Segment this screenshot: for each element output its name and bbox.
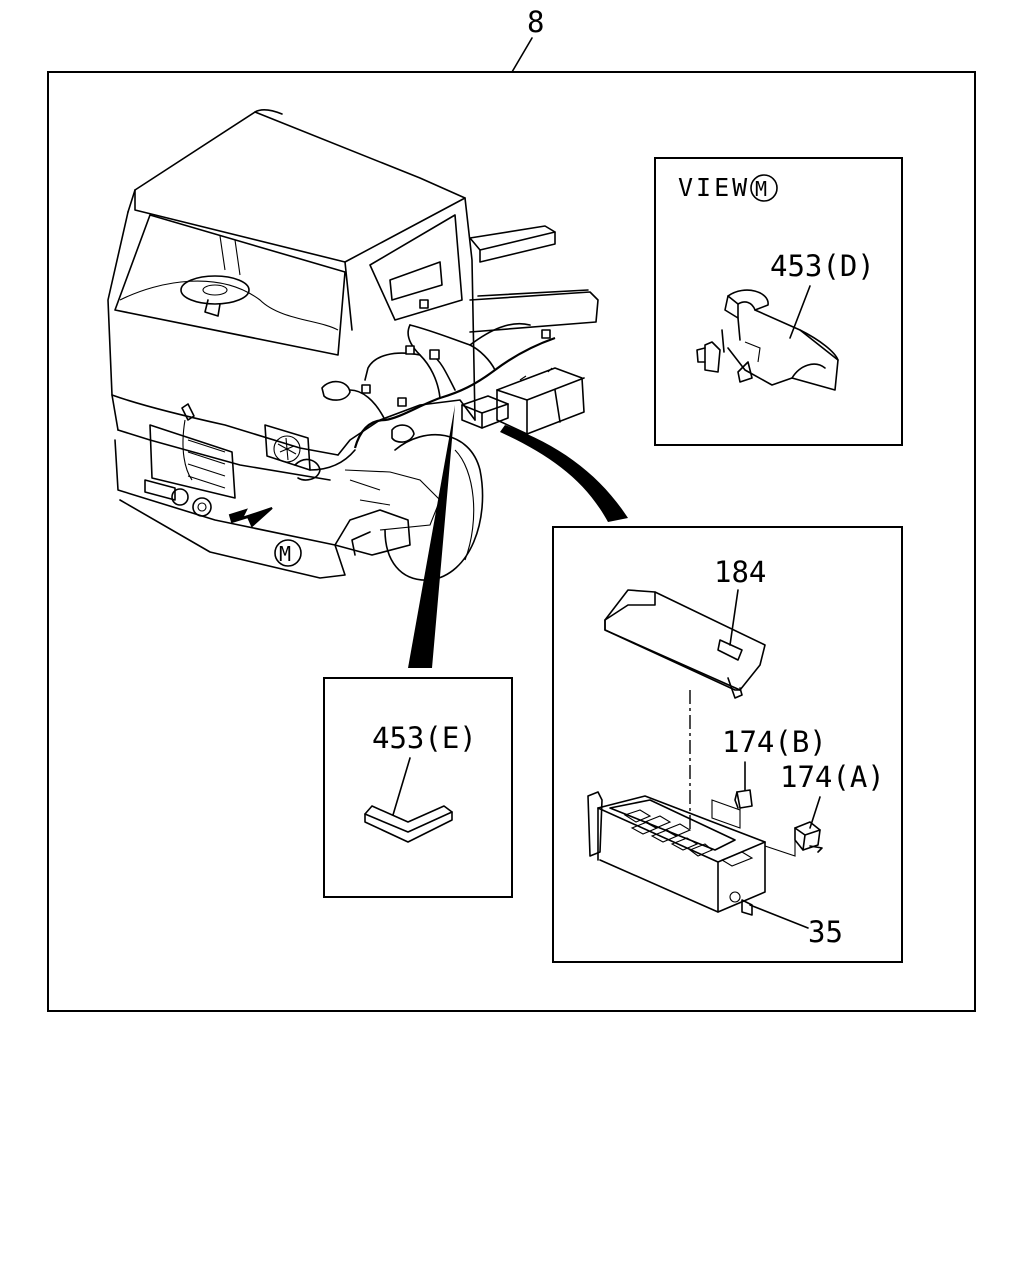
assembly-leader xyxy=(511,37,533,73)
truck-cab-illustration xyxy=(107,109,599,581)
callout-174a: 174(A) xyxy=(780,760,885,794)
detail-pointer-453e xyxy=(408,405,455,668)
leader-453d xyxy=(789,285,811,339)
detail-453e-box xyxy=(323,677,513,898)
fusebox-detail-box xyxy=(552,526,903,963)
part-174a-relay xyxy=(794,821,823,853)
part-453e-drawing xyxy=(364,805,453,843)
arrow-view-marker: M xyxy=(279,542,291,566)
callout-184: 184 xyxy=(714,555,766,589)
view-label: VIEW xyxy=(678,173,750,202)
part-fusebox-base xyxy=(587,791,766,916)
detail-pointer-fusebox xyxy=(500,425,628,522)
leader-35 xyxy=(749,904,809,929)
callout-453d: 453(D) xyxy=(770,249,875,283)
leader-453e xyxy=(392,757,411,816)
main-frame xyxy=(47,71,976,1012)
view-marker: M xyxy=(755,177,767,201)
view-direction-arrow xyxy=(228,507,273,528)
callout-453e: 453(E) xyxy=(372,721,477,755)
assembly-number: 8 xyxy=(527,5,544,39)
view-marker-circle xyxy=(274,539,302,567)
part-174b-relay xyxy=(734,789,753,809)
part-184-cover xyxy=(604,589,766,699)
callout-174b: 174(B) xyxy=(722,725,827,759)
leader-184 xyxy=(729,589,739,646)
part-453d-drawing xyxy=(696,289,839,391)
callout-35: 35 xyxy=(808,915,843,949)
view-m-box xyxy=(654,157,903,446)
view-m-circle xyxy=(750,174,778,202)
